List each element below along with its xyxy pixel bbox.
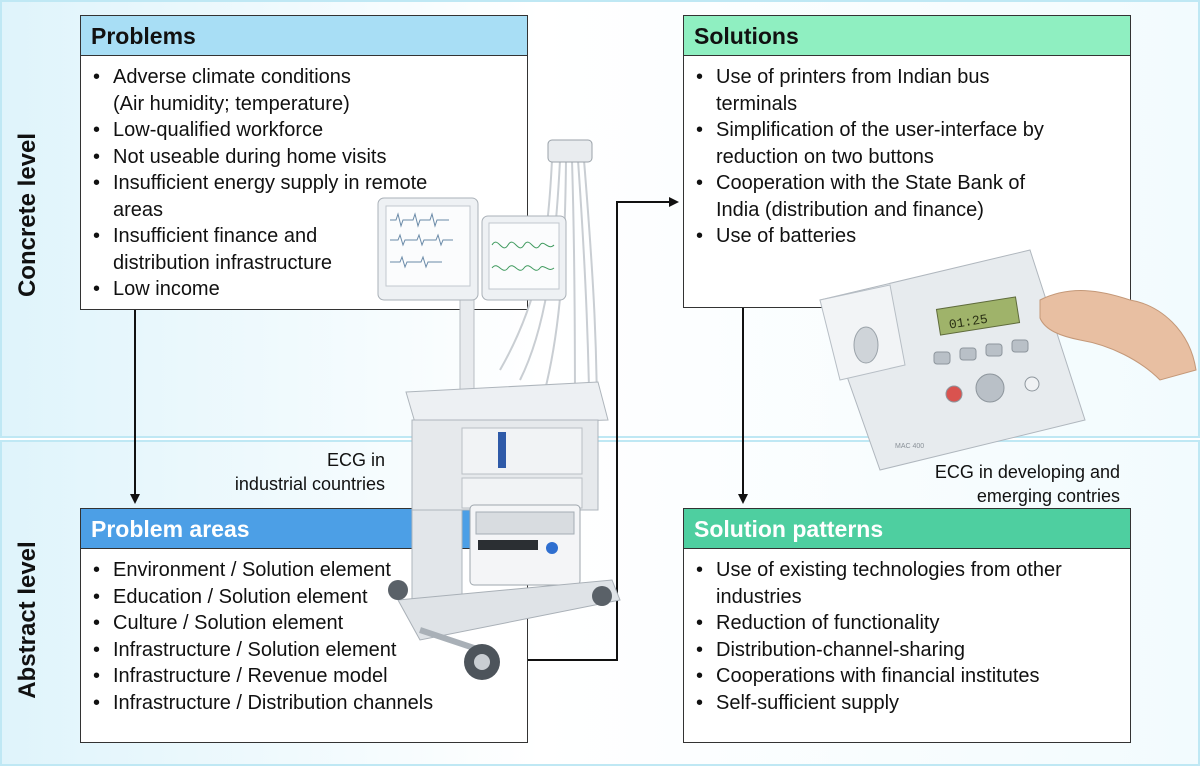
solution-patterns-box: Solution patterns Use of existing techno… <box>683 508 1131 743</box>
solution-patterns-list: Use of existing technologies from otheri… <box>684 549 1130 716</box>
problem-item: Low income <box>87 276 517 303</box>
operator-hand <box>1039 290 1197 381</box>
device-display-text: 01:25 <box>948 312 989 333</box>
solution-pattern-item: Reduction of functionality <box>690 610 1120 637</box>
arrow-problem-areas-to-solutions <box>528 197 679 661</box>
problem-area-item: Infrastructure / Distribution channels <box>87 690 517 717</box>
solution-pattern-item: Self-sufficient supply <box>690 690 1120 717</box>
solution-item: Cooperation with the State Bank ofIndia … <box>690 170 1120 223</box>
problems-title: Problems <box>81 16 527 56</box>
solution-patterns-title: Solution patterns <box>684 509 1130 549</box>
cart-base <box>397 579 621 641</box>
problem-item: Low-qualified workforce <box>87 117 517 144</box>
problem-areas-box: Problem areas Environment / Solution ele… <box>80 508 528 743</box>
problem-area-item: Education / Solution element <box>87 584 517 611</box>
cart-logo-strip <box>498 432 506 468</box>
solutions-box: Solutions Use of printers from Indian bu… <box>683 15 1131 308</box>
device-display <box>935 296 1021 336</box>
problem-area-item: Environment / Solution element <box>87 557 517 584</box>
caption-developing-countries: ECG in developing and emerging contries <box>900 460 1120 508</box>
cart-wheel <box>388 580 408 600</box>
device-brand-label: MAC 400 <box>895 443 924 450</box>
caption-developing-line2: emerging contries <box>976 486 1120 506</box>
problem-item: Adverse climate conditions(Air humidity;… <box>87 64 517 117</box>
problem-item: Insufficient energy supply in remotearea… <box>87 170 517 223</box>
solution-item: Use of batteries <box>690 223 1120 250</box>
cart-drawer-upper <box>461 427 583 475</box>
problem-item: Not useable during home visits <box>87 144 517 171</box>
electrode-hub <box>547 139 593 163</box>
solution-pattern-item: Distribution-channel-sharing <box>690 637 1120 664</box>
caption-developing-line1: ECG in developing and <box>934 462 1120 482</box>
problem-areas-list: Environment / Solution element Education… <box>81 549 527 716</box>
problem-area-item: Infrastructure / Revenue model <box>87 663 517 690</box>
solution-pattern-item: Use of existing technologies from otheri… <box>690 557 1120 610</box>
device-keypad <box>933 339 1040 403</box>
caption-industrial-line2: industrial countries <box>234 474 385 494</box>
problem-area-item: Infrastructure / Solution element <box>87 637 517 664</box>
problem-area-item: Culture / Solution element <box>87 610 517 637</box>
solution-pattern-item: Cooperations with financial institutes <box>690 663 1120 690</box>
solutions-title: Solutions <box>684 16 1130 56</box>
cart-wheel <box>592 586 612 606</box>
cart-top <box>405 381 609 427</box>
caption-industrial-line1: ECG in <box>326 450 385 470</box>
caption-industrial-countries: ECG in industrial countries <box>200 448 385 496</box>
solutions-list: Use of printers from Indian busterminals… <box>684 56 1130 250</box>
problems-list: Adverse climate conditions(Air humidity;… <box>81 56 527 303</box>
problems-box: Problems Adverse climate conditions(Air … <box>80 15 528 310</box>
cart-drawer-lower <box>461 477 583 509</box>
solution-item: Simplification of the user-interface byr… <box>690 117 1120 170</box>
